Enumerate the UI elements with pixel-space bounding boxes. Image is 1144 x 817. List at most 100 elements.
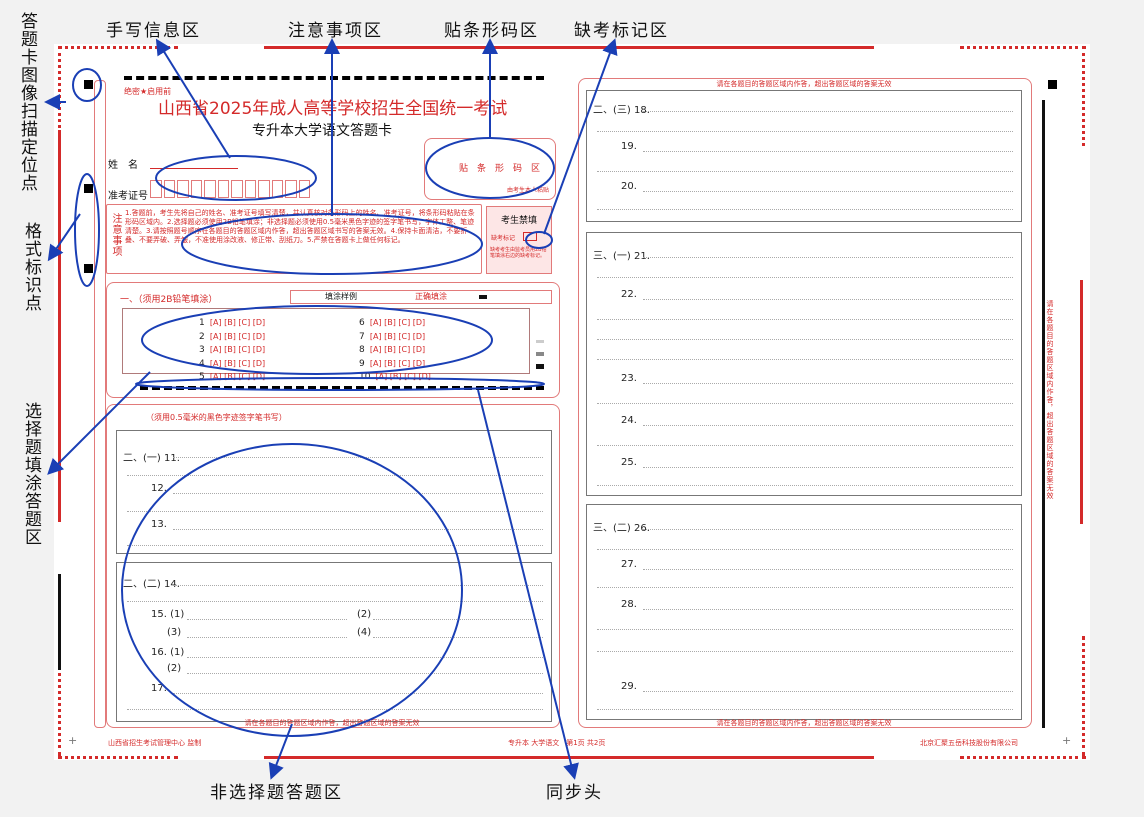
ellipse-choice xyxy=(141,305,493,375)
question-label: 二、(二) 14. xyxy=(123,579,180,590)
answer-line[interactable] xyxy=(173,693,543,694)
callout-handwriting: 手写信息区 xyxy=(106,21,201,41)
choice-head-text: 一、（须用2B铅笔填涂） xyxy=(120,295,218,305)
answer-line[interactable] xyxy=(127,511,543,512)
answer-line[interactable] xyxy=(643,191,1013,192)
answer-line[interactable] xyxy=(643,569,1013,570)
answer-line[interactable] xyxy=(127,545,543,546)
answer-line[interactable] xyxy=(187,657,543,658)
question-label: 13. xyxy=(151,519,167,530)
choice-options[interactable]: [A] [B] [C] [D] xyxy=(369,358,426,368)
choice-options[interactable]: [A] [B] [C] [D] xyxy=(375,372,431,381)
answer-line[interactable] xyxy=(187,637,347,638)
answer-line[interactable] xyxy=(597,171,1013,172)
answer-block[interactable]: 三、(一) 21. 22. 23. 24. 25. xyxy=(586,232,1022,496)
answer-block[interactable]: 二、(三) 18. 19. 20. xyxy=(586,90,1022,222)
answer-line[interactable] xyxy=(643,529,1013,530)
id-boxes[interactable] xyxy=(150,180,310,198)
choice-options[interactable]: [A] [B] [C] [D] xyxy=(369,318,426,327)
format-sample-mark xyxy=(536,340,544,343)
answer-line[interactable] xyxy=(127,475,543,476)
answer-line[interactable] xyxy=(643,609,1013,610)
ellipse-positioning xyxy=(72,68,102,102)
essay-head: （须用0.5毫米的黑色字迹签字笔书写） xyxy=(146,413,287,422)
notes-title: 注意事项 xyxy=(110,213,121,257)
answer-line[interactable] xyxy=(187,673,543,674)
answer-line[interactable] xyxy=(187,619,347,620)
answer-line[interactable] xyxy=(597,277,1013,278)
answer-line[interactable] xyxy=(643,691,1013,692)
question-label: (2) xyxy=(167,663,182,674)
answer-line[interactable] xyxy=(127,601,543,602)
answer-line[interactable] xyxy=(597,359,1013,360)
crosshair-mark: + xyxy=(68,734,78,747)
answer-line[interactable] xyxy=(597,587,1013,588)
choice-options[interactable]: [A] [B] [C] [D] xyxy=(209,358,266,368)
answer-line[interactable] xyxy=(173,493,543,494)
answer-line[interactable] xyxy=(643,467,1013,468)
corner-frame xyxy=(960,46,1086,49)
question-label: 19. xyxy=(621,141,637,152)
callout-choice: 选择题填涂答题区 xyxy=(21,402,41,546)
footer-mid: 专升本 大学语文 第1页 共2页 xyxy=(508,739,606,747)
answer-line[interactable] xyxy=(597,709,1013,710)
answer-line[interactable] xyxy=(597,339,1013,340)
question-label: 二、(三) 18. xyxy=(593,105,650,116)
answer-line[interactable] xyxy=(597,209,1013,210)
choice-num: 7 xyxy=(359,331,365,342)
answer-line[interactable] xyxy=(643,299,1013,300)
question-label: 25. xyxy=(621,457,637,468)
answer-line[interactable] xyxy=(597,403,1013,404)
absent-mark-box[interactable] xyxy=(523,232,537,241)
corner-frame xyxy=(1082,636,1085,756)
callout-absent: 缺考标记区 xyxy=(574,21,669,41)
right-red-line xyxy=(1080,280,1083,524)
crosshair-mark: + xyxy=(1062,734,1072,747)
question-label: 12. xyxy=(151,483,167,494)
barcode-label: 贴 条 形 码 区 xyxy=(459,164,541,174)
answer-line[interactable] xyxy=(643,151,1013,152)
corner-frame xyxy=(58,660,61,756)
choice-options[interactable]: [A] [B] [C] [D] xyxy=(209,372,266,381)
question-label: 16. (1) xyxy=(151,647,185,658)
choice-options[interactable]: [A] [B] [C] [D] xyxy=(209,318,266,327)
choice-options[interactable]: [A] [B] [C] [D] xyxy=(369,345,426,354)
answer-line[interactable] xyxy=(643,257,1013,258)
answer-line[interactable] xyxy=(373,637,543,638)
choice-num: 3 xyxy=(199,345,205,355)
choice-options[interactable]: [A] [B] [C] [D] xyxy=(209,331,266,341)
notes-text: 1.答题前，考生先将自己的姓名、准考证号填写清楚，并认真核对条形码上的姓名、准考… xyxy=(125,209,475,244)
answer-line[interactable] xyxy=(173,585,543,586)
answer-line[interactable] xyxy=(643,425,1013,426)
question-label: 29. xyxy=(621,681,637,692)
arrow-handwriting xyxy=(155,38,231,159)
answer-block[interactable]: 三、(二) 26. 27. 28. 29. xyxy=(586,504,1022,720)
sample-label: 填涂样例 xyxy=(325,292,357,301)
answer-block[interactable]: 二、(一) 11. 12. 13. xyxy=(116,430,552,554)
question-label: (3) xyxy=(167,627,182,638)
format-mark xyxy=(84,264,93,273)
sample-box: 填涂样例 正确填涂 xyxy=(290,290,552,304)
name-field[interactable] xyxy=(150,168,238,169)
choice-num: 9 xyxy=(359,358,365,369)
answer-line[interactable] xyxy=(597,445,1013,446)
answer-line[interactable] xyxy=(597,131,1013,132)
answer-line[interactable] xyxy=(643,383,1013,384)
absent-note: 缺考考生由监考员用2B铅笔填涂右边的缺考标记。 xyxy=(490,247,547,259)
answer-line[interactable] xyxy=(597,319,1013,320)
answer-line[interactable] xyxy=(127,709,543,710)
answer-line[interactable] xyxy=(643,111,1013,112)
choice-options[interactable]: [A] [B] [C] [D] xyxy=(369,331,426,341)
answer-line[interactable] xyxy=(597,485,1013,486)
absent-title: 考生禁填 xyxy=(500,216,537,226)
answer-line[interactable] xyxy=(597,629,1013,630)
footer-left: 山西省招生考试管理中心 监制 xyxy=(108,739,202,747)
corner-frame xyxy=(58,756,178,759)
answer-line[interactable] xyxy=(597,549,1013,550)
answer-line[interactable] xyxy=(173,529,543,530)
answer-block[interactable]: 二、(二) 14. 15. (1) (2) (3) (4) 16. (1) (2… xyxy=(116,562,552,722)
corner-frame xyxy=(58,46,178,49)
choice-options[interactable]: [A] [B] [C] [D] xyxy=(209,345,266,354)
answer-line[interactable] xyxy=(173,457,543,458)
answer-line[interactable] xyxy=(597,651,1013,652)
